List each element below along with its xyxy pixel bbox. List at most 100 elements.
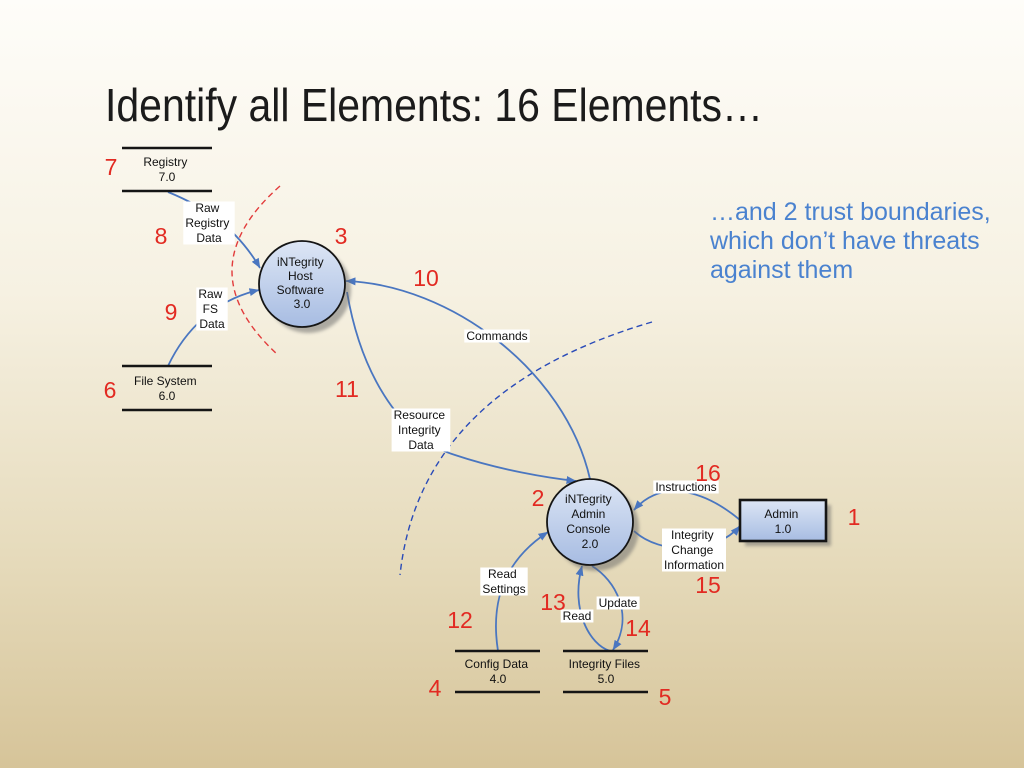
console-trust-boundary [399, 321, 653, 576]
entity-id: 1.0 [775, 522, 792, 536]
integrity-change-information-text: Integrity Change Information [664, 528, 724, 572]
note-line-1: …and 2 trust boundaries, [710, 198, 991, 226]
number-integrity-files: 5 [659, 684, 672, 710]
number-host-software: 3 [335, 223, 348, 249]
data-store-name: Registry [143, 155, 187, 169]
integrity-files-data-store: Integrity Files 5.0 [563, 649, 648, 694]
label-background [196, 287, 228, 331]
label-line: Data [408, 438, 434, 452]
data-store-name: Integrity Files [569, 657, 640, 671]
read-label: Read [560, 609, 594, 623]
number-file-system: 6 [104, 377, 117, 403]
process-circle [258, 240, 346, 328]
number-read: 13 [540, 589, 566, 615]
number-config-data: 4 [429, 675, 442, 701]
number-instructions: 16 [695, 460, 721, 486]
host-software-process: iNTegrity Host Software 3.0 [258, 240, 351, 333]
label-background [596, 596, 640, 610]
data-store-name: Config Data [465, 657, 529, 671]
instructions-arrow [633, 490, 741, 521]
label-line: Data [199, 317, 225, 331]
commands-arrow [345, 277, 591, 480]
trust-boundary-note: …and 2 trust boundaries, which don’t hav… [709, 198, 998, 284]
label-line: Change [671, 543, 713, 557]
number-update: 14 [625, 615, 651, 641]
file-system-text: File System 6.0 [134, 374, 200, 403]
data-store-id: 7.0 [159, 170, 176, 184]
update-text: Update [599, 596, 638, 610]
number-commands: 10 [413, 265, 439, 291]
number-read-settings: 12 [447, 607, 473, 633]
data-store-id: 4.0 [490, 672, 507, 686]
label-background [653, 480, 719, 494]
label-line: Update [599, 596, 638, 610]
note-line-2: which don’t have threats [709, 227, 980, 255]
resource-integrity-data-arrow [346, 291, 577, 484]
host-software-text: iNTegrity Host Software 3.0 [277, 255, 328, 311]
registry-data-store: Registry 7.0 [122, 146, 212, 193]
label-line: Read [488, 567, 517, 581]
admin-text: Admin 1.0 [764, 507, 801, 536]
process-line: Host [288, 269, 313, 283]
label-line: Raw [198, 287, 222, 301]
admin-console-process: iNTegrity Admin Console 2.0 [546, 478, 639, 571]
raw-fs-data-label: Raw FS Data [196, 287, 228, 331]
label-line: Instructions [655, 480, 716, 494]
element-numbers: 1 2 3 4 5 6 7 8 9 10 11 12 13 14 15 16 [104, 154, 861, 710]
label-line: Data [196, 231, 222, 245]
number-raw-fs-data: 9 [165, 299, 178, 325]
label-background [560, 609, 594, 623]
process-line: iNTegrity [565, 492, 612, 506]
label-line: Integrity [398, 423, 441, 437]
label-line: Integrity [671, 528, 714, 542]
label-background [480, 567, 528, 596]
instructions-text: Instructions [655, 480, 716, 494]
process-line: iNTegrity [277, 255, 324, 269]
label-line: Commands [466, 329, 527, 343]
integrity-change-information-label: Integrity Change Information [662, 528, 726, 572]
number-admin-console: 2 [532, 485, 545, 511]
data-store-id: 5.0 [598, 672, 615, 686]
resource-integrity-data-text: Resource Integrity Data [394, 408, 449, 452]
process-line: Console [566, 522, 610, 536]
process-id: 2.0 [582, 537, 599, 551]
process-line: Software [277, 283, 325, 297]
process-circle [546, 478, 634, 566]
read-settings-label: Read Settings [480, 567, 528, 596]
label-background [183, 201, 235, 245]
label-line: Registry [185, 216, 229, 230]
read-settings-text: Read Settings [482, 567, 525, 596]
trust-boundaries [231, 185, 653, 576]
label-background [391, 408, 451, 452]
data-store-id: 6.0 [159, 389, 176, 403]
resource-integrity-data-label: Resource Integrity Data [391, 408, 451, 452]
label-line: FS [203, 302, 218, 316]
data-flow-lines [167, 191, 741, 652]
read-text: Read [563, 609, 592, 623]
raw-registry-data-label: Raw Registry Data [183, 201, 235, 245]
integrity-files-text: Integrity Files 5.0 [569, 657, 644, 686]
instructions-label: Instructions [653, 480, 719, 494]
process-line: Admin [571, 507, 605, 521]
entity-box [738, 498, 828, 543]
number-integrity-change-information: 15 [695, 572, 721, 598]
raw-fs-data-text: Raw FS Data [198, 287, 225, 331]
admin-console-text: iNTegrity Admin Console 2.0 [565, 492, 615, 551]
label-background [662, 528, 726, 572]
data-store-name: File System [134, 374, 197, 388]
registry-text: Registry 7.0 [143, 155, 190, 184]
label-line: Information [664, 558, 724, 572]
config-data-text: Config Data 4.0 [465, 657, 532, 686]
raw-registry-data-text: Raw Registry Data [185, 201, 232, 245]
number-registry: 7 [105, 154, 118, 180]
label-line: Resource [394, 408, 446, 422]
label-background [464, 329, 530, 343]
slide-title: Identify all Elements: 16 Elements… [105, 79, 763, 131]
label-line: Settings [482, 582, 525, 596]
host-trust-boundary [231, 185, 281, 356]
label-line: Read [563, 609, 592, 623]
config-data-data-store: Config Data 4.0 [455, 649, 540, 694]
admin-external-entity: Admin 1.0 [738, 498, 831, 546]
number-admin: 1 [848, 504, 861, 530]
